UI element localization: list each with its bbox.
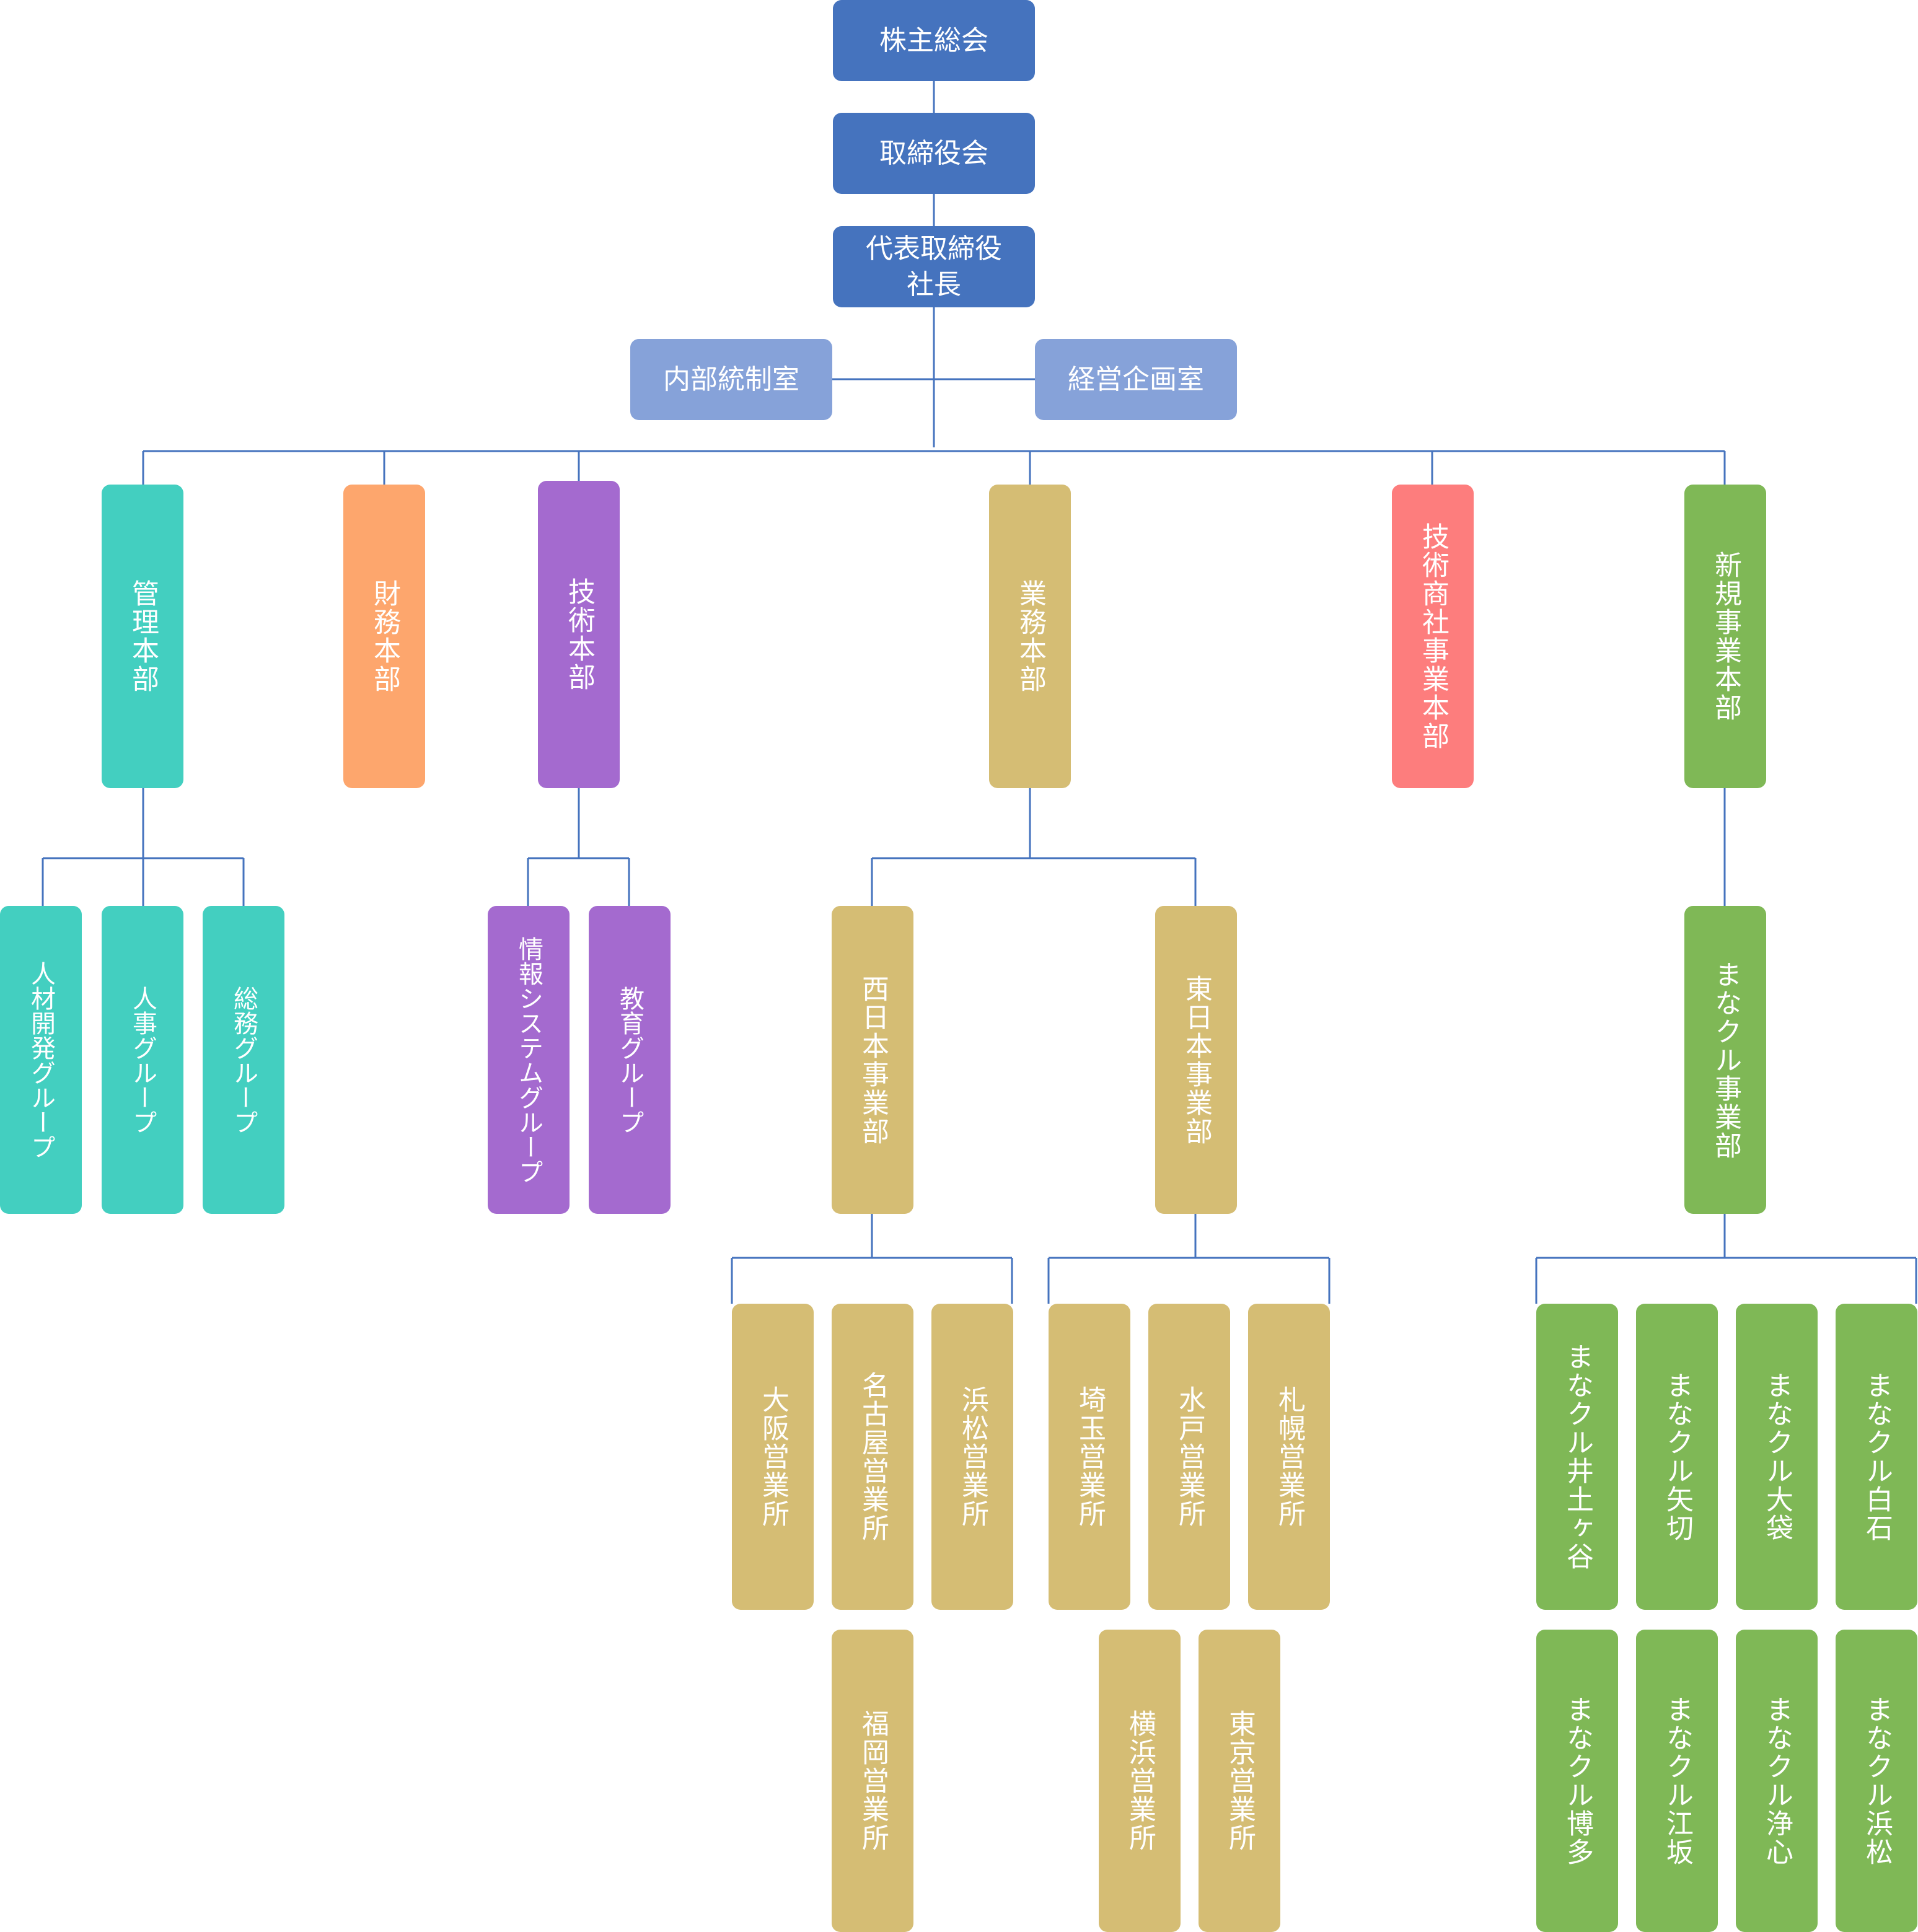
node-label: 情報システムグループ bbox=[514, 936, 543, 1184]
node-label: 人材開発グループ bbox=[27, 960, 55, 1159]
node-tokyo-office: 東京営業所 bbox=[1199, 1630, 1280, 1932]
node-yokohama-office: 横浜営業所 bbox=[1099, 1630, 1181, 1932]
node-manakuru-hakata: まなクル博多 bbox=[1536, 1630, 1618, 1932]
node-label: 人事グループ bbox=[128, 985, 157, 1135]
node-education-group: 教育グループ bbox=[589, 906, 671, 1214]
node-president: 代表取締役 社長 bbox=[833, 226, 1035, 307]
node-mito-office: 水戸営業所 bbox=[1148, 1304, 1230, 1610]
node-label: 福岡営業所 bbox=[857, 1710, 889, 1852]
node-label: 水戸営業所 bbox=[1174, 1385, 1205, 1528]
node-label: まなクル博多 bbox=[1562, 1695, 1593, 1866]
node-fukuoka-office: 福岡営業所 bbox=[832, 1630, 913, 1932]
node-hamamatsu-office: 浜松営業所 bbox=[931, 1304, 1013, 1610]
node-new-business-division: 新規事業本部 bbox=[1684, 485, 1766, 788]
node-label: まなクル江坂 bbox=[1661, 1695, 1693, 1866]
node-business-division: 業務本部 bbox=[989, 485, 1071, 788]
node-sapporo-office: 札幌営業所 bbox=[1248, 1304, 1330, 1610]
node-label: 札幌営業所 bbox=[1274, 1385, 1305, 1528]
node-hr-development-group: 人材開発グループ bbox=[0, 906, 82, 1214]
node-manakuru-yagiri: まなクル矢切 bbox=[1636, 1304, 1718, 1610]
node-manakuru-esaka: まなクル江坂 bbox=[1636, 1630, 1718, 1932]
node-east-japan-dept: 東日本事業部 bbox=[1155, 906, 1237, 1214]
node-osaka-office: 大阪営業所 bbox=[732, 1304, 814, 1610]
node-trading-division: 技術商社事業本部 bbox=[1392, 485, 1474, 788]
node-label: 技術商社事業本部 bbox=[1417, 522, 1449, 750]
node-label: 業務本部 bbox=[1014, 579, 1046, 693]
node-label: まなクル井土ヶ谷 bbox=[1562, 1343, 1593, 1571]
node-manakuru-hamamatsu: まなクル浜松 bbox=[1836, 1630, 1917, 1932]
node-west-japan-dept: 西日本事業部 bbox=[832, 906, 913, 1214]
node-general-affairs-group: 総務グループ bbox=[203, 906, 284, 1214]
node-admin-division: 管理本部 bbox=[102, 485, 183, 788]
node-label: 技術本部 bbox=[563, 577, 595, 692]
node-nagoya-office: 名古屋営業所 bbox=[832, 1304, 913, 1610]
node-label: 横浜営業所 bbox=[1124, 1710, 1156, 1852]
node-planning: 経営企画室 bbox=[1035, 339, 1237, 420]
node-label: 西日本事業部 bbox=[857, 974, 889, 1146]
node-manakuru-obukuro: まなクル大袋 bbox=[1736, 1304, 1818, 1610]
node-label: まなクル浜松 bbox=[1861, 1695, 1893, 1866]
node-label: 経営企画室 bbox=[1068, 363, 1204, 395]
node-label: 内部統制室 bbox=[663, 363, 799, 395]
node-manakuru-dept: まなクル事業部 bbox=[1684, 906, 1766, 1214]
node-label: 東京営業所 bbox=[1224, 1710, 1256, 1852]
node-shareholders: 株主総会 bbox=[833, 0, 1035, 81]
node-label: まなクル白石 bbox=[1861, 1371, 1893, 1542]
node-label: 教育グループ bbox=[615, 985, 644, 1135]
node-label: まなクル浄心 bbox=[1761, 1695, 1793, 1866]
node-label: 名古屋営業所 bbox=[857, 1371, 889, 1542]
node-label: 管理本部 bbox=[127, 579, 159, 693]
node-label: まなクル大袋 bbox=[1761, 1371, 1793, 1542]
node-label: 代表取締役 社長 bbox=[866, 232, 1002, 301]
node-label: 東日本事業部 bbox=[1181, 974, 1212, 1146]
node-finance-division: 財務本部 bbox=[343, 485, 425, 788]
node-label: 新規事業本部 bbox=[1710, 551, 1741, 722]
node-manakuru-shiroishi: まなクル白石 bbox=[1836, 1304, 1917, 1610]
node-label: 財務本部 bbox=[369, 579, 400, 693]
node-label: まなクル矢切 bbox=[1661, 1371, 1693, 1542]
node-manakuru-joshin: まなクル浄心 bbox=[1736, 1630, 1818, 1932]
node-info-systems-group: 情報システムグループ bbox=[488, 906, 570, 1214]
node-label: 浜松営業所 bbox=[957, 1385, 988, 1528]
node-label: 大阪営業所 bbox=[757, 1385, 789, 1528]
node-hr-group: 人事グループ bbox=[102, 906, 183, 1214]
node-label: 埼玉営業所 bbox=[1074, 1385, 1106, 1528]
node-board: 取締役会 bbox=[833, 113, 1035, 194]
node-internal-control: 内部統制室 bbox=[630, 339, 832, 420]
node-label: 総務グループ bbox=[229, 985, 258, 1135]
node-label: まなクル事業部 bbox=[1710, 960, 1741, 1160]
node-label: 株主総会 bbox=[879, 24, 988, 56]
node-tech-division: 技術本部 bbox=[538, 481, 620, 788]
node-label: 取締役会 bbox=[879, 137, 988, 169]
node-manakuru-idogaya: まなクル井土ヶ谷 bbox=[1536, 1304, 1618, 1610]
node-saitama-office: 埼玉営業所 bbox=[1049, 1304, 1130, 1610]
